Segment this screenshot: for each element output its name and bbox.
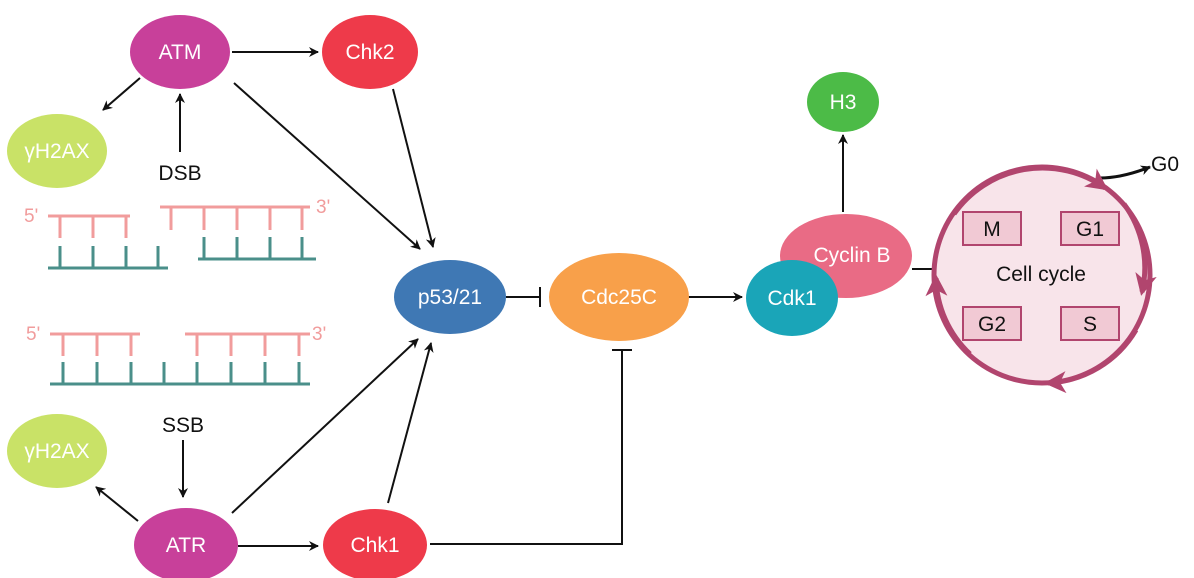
phase-g2-label: G2 xyxy=(978,313,1006,336)
edge-atr-to-h2ax xyxy=(95,486,139,522)
phase-g1-box xyxy=(1060,211,1120,246)
cycle-arrow-bottom xyxy=(1044,328,1139,394)
node-h2ax-bottom-label: γH2AX xyxy=(24,440,89,463)
ssb-label: SSB xyxy=(162,414,204,437)
cell-cycle: M G1 Cell cycle G2 S xyxy=(925,164,1157,394)
phase-s-box xyxy=(1060,306,1120,341)
dsb-label: DSB xyxy=(158,162,201,185)
node-p53: p53/21 xyxy=(394,260,506,334)
node-h2ax-top-label: γH2AX xyxy=(24,140,89,163)
g0-label: G0 xyxy=(1151,153,1179,176)
node-h2ax-bottom: γH2AX xyxy=(7,414,107,488)
phase-g1-label: G1 xyxy=(1076,218,1104,241)
phase-s-label: S xyxy=(1083,313,1097,336)
node-h3: H3 xyxy=(807,72,879,132)
node-chk2: Chk2 xyxy=(322,15,418,89)
node-atm: ATM xyxy=(130,15,230,89)
node-cdc25c: Cdc25C xyxy=(549,253,689,341)
cell-cycle-title: Cell cycle xyxy=(996,263,1086,286)
edge-atr-to-p53 xyxy=(231,338,419,514)
edge-chk2-to-p53 xyxy=(392,88,436,248)
edge-p53-inhibits-cdc25c xyxy=(506,287,541,307)
cycle-arrow-top xyxy=(951,165,1109,216)
node-h3-label: H3 xyxy=(830,91,857,114)
edges xyxy=(95,47,1151,551)
five-prime-top-label: 5' xyxy=(24,206,38,227)
node-cdk1-label: Cdk1 xyxy=(767,287,816,310)
edge-cell-cycle-to-g0 xyxy=(1099,165,1151,180)
node-atm-label: ATM xyxy=(159,41,202,64)
node-cdc25c-label: Cdc25C xyxy=(581,286,657,309)
node-chk2-label: Chk2 xyxy=(345,41,394,64)
edge-atm-to-h2ax xyxy=(102,77,141,111)
five-prime-bottom-label: 5' xyxy=(26,324,40,345)
phase-g2-box xyxy=(962,306,1022,341)
three-prime-bottom-label: 3' xyxy=(312,324,326,345)
phase-m-label: M xyxy=(983,218,1001,241)
three-prime-top-label: 3' xyxy=(316,197,330,218)
node-cdk1: Cdk1 xyxy=(746,260,838,336)
edge-atm-to-p53 xyxy=(233,82,421,250)
node-atr-label: ATR xyxy=(166,534,206,557)
cycle-arrow-left xyxy=(925,274,972,356)
phase-m-box xyxy=(962,211,1022,246)
node-h2ax-top: γH2AX xyxy=(7,114,107,188)
edge-chk1-inhibits-cdc25c xyxy=(430,349,632,545)
node-chk1: Chk1 xyxy=(323,509,427,578)
node-cyclin-b-label: Cyclin B xyxy=(813,244,890,267)
node-atr: ATR xyxy=(134,508,238,578)
dna-single-strand-break xyxy=(50,332,310,386)
node-chk1-label: Chk1 xyxy=(350,534,399,557)
node-p53-label: p53/21 xyxy=(418,286,482,309)
edge-chk1-to-p53 xyxy=(387,342,434,504)
cycle-arrow-right xyxy=(1121,202,1157,296)
dna-double-strand-break xyxy=(48,205,316,270)
